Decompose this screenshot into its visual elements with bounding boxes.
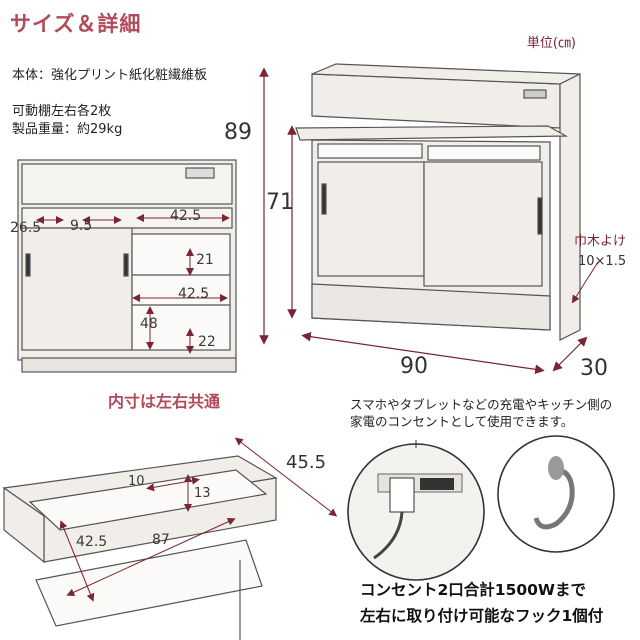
dim-42-5-counter: 42.5 — [76, 534, 108, 550]
dim-height-71: 71 — [266, 190, 294, 215]
dim-13: 13 — [194, 486, 211, 501]
dim-48: 48 — [140, 316, 158, 332]
dim-height-89: 89 — [224, 120, 252, 145]
dim-45-5: 45.5 — [286, 452, 327, 473]
dim-42-5-top: 42.5 — [170, 208, 202, 224]
spec-body-material: 本体：強化プリント紙化粧繊維板 — [12, 68, 208, 83]
dim-22: 22 — [198, 334, 216, 350]
outlet-caption: コンセント2口合計1500Wまで — [360, 581, 587, 599]
dim-depth-30: 30 — [580, 356, 608, 381]
unit-label: 単位(㎝) — [526, 36, 576, 51]
hook-detail — [497, 435, 615, 553]
front-view-caption: 内寸は左右共通 — [108, 392, 221, 411]
baseboard-label: 巾木よけ — [574, 234, 627, 249]
outlet-detail — [347, 443, 485, 581]
dim-21: 21 — [196, 252, 214, 268]
hook-caption: 左右に取り付け可能なフック1個付 — [360, 607, 604, 625]
dim-10: 10 — [128, 474, 145, 489]
spec-weight: 製品重量：約29kg — [12, 122, 123, 137]
dim-87: 87 — [152, 532, 170, 548]
outlet-usage-note: スマホやタブレットなどの充電やキッチン側の家電のコンセントとして使用できます。 — [350, 397, 613, 429]
spec-shelves: 可動棚左右各2枚 — [12, 104, 112, 119]
dim-width-90: 90 — [400, 354, 428, 379]
dim-42-5-shelf: 42.5 — [178, 286, 210, 302]
main-view-cabinet — [295, 63, 581, 341]
page-title: サイズ＆詳細 — [10, 12, 142, 36]
dim-9-5: 9.5 — [70, 218, 93, 234]
baseboard-size: 10×1.5 — [578, 254, 627, 269]
dim-26-5: 26.5 — [10, 220, 42, 236]
front-view-cabinet — [17, 159, 237, 373]
